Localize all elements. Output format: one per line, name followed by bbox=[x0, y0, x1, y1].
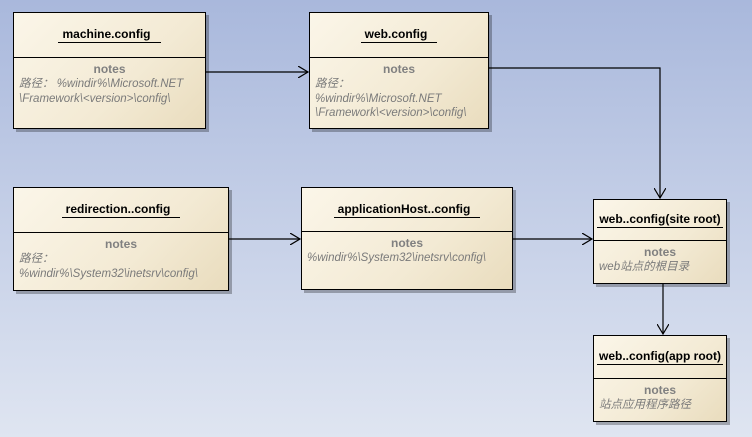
note-line: 路径： bbox=[315, 78, 350, 90]
notes-label: notes bbox=[93, 62, 126, 76]
note-line: \Framework\<version>\config\ bbox=[19, 92, 171, 105]
node-notes: notes %windir%\System32\inetsrv\config\ bbox=[302, 232, 512, 266]
notes-label: notes bbox=[104, 237, 137, 251]
node-notes: notes 路径： %windir%\Microsoft.NET \Framew… bbox=[310, 58, 488, 121]
node-title: machine.config bbox=[58, 27, 161, 43]
node-header: web..config(site root) bbox=[594, 200, 726, 241]
node-applicationhost-config[interactable]: applicationHost..config notes %windir%\S… bbox=[301, 187, 513, 290]
notes-label: notes bbox=[382, 62, 415, 76]
node-web-config-app-root[interactable]: web..config(app root) notes 站点应用程序路径 bbox=[593, 335, 727, 422]
note-line: 路径： %windir%\Microsoft.NET bbox=[19, 78, 184, 90]
node-title: web.config bbox=[360, 27, 438, 43]
arrow-web-to-siteroot bbox=[488, 67, 660, 198]
node-notes: notes 路径： %windir%\System32\inetsrv\conf… bbox=[14, 233, 228, 281]
node-header: machine.config bbox=[14, 13, 205, 58]
note-line: %windir%\Microsoft.NET bbox=[315, 92, 442, 105]
node-machine-config[interactable]: machine.config notes 路径： %windir%\Micros… bbox=[13, 12, 206, 129]
node-title: redirection..config bbox=[61, 202, 181, 218]
note-line: 站点应用程序路径 bbox=[599, 399, 691, 411]
node-notes: notes 路径： %windir%\Microsoft.NET \Framew… bbox=[14, 58, 205, 106]
notes-label: notes bbox=[643, 245, 676, 259]
note-line: %windir%\System32\inetsrv\config\ bbox=[19, 267, 198, 280]
node-web-config[interactable]: web.config notes 路径： %windir%\Microsoft.… bbox=[309, 12, 489, 129]
node-header: applicationHost..config bbox=[302, 188, 512, 232]
node-notes: notes web站点的根目录 bbox=[594, 241, 726, 275]
notes-label: notes bbox=[643, 383, 676, 397]
node-header: web..config(app root) bbox=[594, 336, 726, 379]
note-line: \Framework\<version>\config\ bbox=[315, 107, 467, 119]
node-title: web..config(app root) bbox=[597, 349, 723, 365]
node-title: web..config(site root) bbox=[597, 212, 723, 228]
node-header: web.config bbox=[310, 13, 488, 58]
node-header: redirection..config bbox=[14, 188, 228, 233]
note-line: %windir%\System32\inetsrv\config\ bbox=[307, 252, 486, 264]
note-line: web站点的根目录 bbox=[599, 261, 690, 273]
note-line: 路径： bbox=[19, 253, 54, 265]
node-notes: notes 站点应用程序路径 bbox=[594, 379, 726, 413]
node-web-config-site-root[interactable]: web..config(site root) notes web站点的根目录 bbox=[593, 199, 727, 284]
node-title: applicationHost..config bbox=[333, 202, 481, 218]
notes-label: notes bbox=[390, 236, 423, 250]
node-redirection-config[interactable]: redirection..config notes 路径： %windir%\S… bbox=[13, 187, 229, 291]
